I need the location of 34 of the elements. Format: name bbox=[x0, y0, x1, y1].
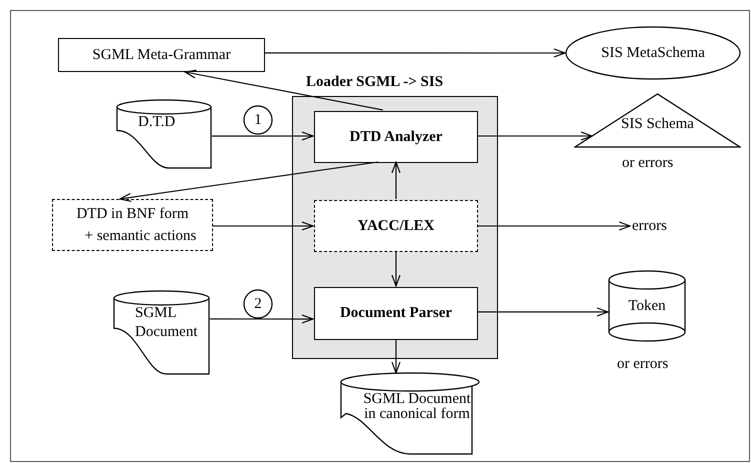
caption-text: or errors bbox=[622, 154, 674, 172]
arrow bbox=[210, 314, 314, 324]
node-label: D.T.D bbox=[138, 113, 176, 132]
arrow bbox=[265, 48, 566, 58]
dashed-box bbox=[314, 200, 478, 252]
arrow bbox=[119, 161, 378, 202]
process-box bbox=[58, 38, 265, 72]
arrow bbox=[212, 131, 314, 141]
node-label: DTD Analyzer bbox=[350, 128, 442, 147]
node-label: DTD in BNF form bbox=[76, 204, 189, 224]
node-label: Token bbox=[628, 296, 666, 316]
node-label: YACC/LEX bbox=[358, 216, 434, 236]
process-box bbox=[314, 111, 478, 163]
node-label: SGML Document in canonical form bbox=[362, 392, 472, 422]
node-label: SGML Document bbox=[135, 304, 198, 342]
dashed-box bbox=[52, 199, 213, 251]
arrow bbox=[391, 161, 401, 199]
node-label: 2 bbox=[254, 294, 262, 314]
node-label: + semantic actions bbox=[84, 227, 196, 246]
arrow bbox=[391, 339, 401, 374]
process-box bbox=[314, 287, 478, 340]
arrow bbox=[477, 221, 631, 231]
arrow bbox=[391, 251, 401, 287]
node-label: SIS Schema bbox=[621, 115, 694, 134]
node-label: 1 bbox=[254, 110, 262, 130]
arrow bbox=[213, 221, 314, 231]
output-label: errors bbox=[632, 217, 678, 235]
arrow bbox=[477, 131, 593, 141]
node-label: Document Parser bbox=[340, 304, 452, 324]
node-label: SIS MetaSchema bbox=[601, 44, 705, 63]
node-label: SGML Meta-Grammar bbox=[92, 46, 231, 65]
caption-text: or errors bbox=[617, 355, 668, 373]
arrow bbox=[477, 307, 609, 317]
group-title: Loader SGML -> SIS bbox=[306, 72, 444, 92]
